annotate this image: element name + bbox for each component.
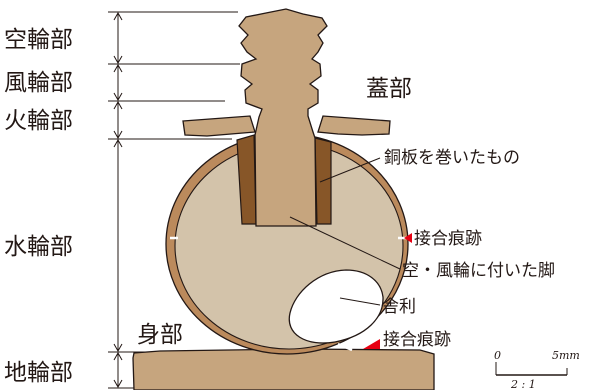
label-chirin: 地輪部 <box>4 360 73 386</box>
scale-zero: 0 <box>494 349 501 362</box>
label-fuurin: 風輪部 <box>4 70 73 96</box>
arrowhead <box>113 63 123 102</box>
joint-marker-lower <box>363 339 380 349</box>
joint-gap <box>337 342 353 352</box>
label-body: 身部 <box>137 322 183 348</box>
scale-ratio: 2 : 1 <box>510 378 536 390</box>
label-suirin: 水輪部 <box>4 234 73 260</box>
label-relic: 舎利 <box>382 297 416 317</box>
arrowhead <box>113 11 123 65</box>
arrowhead <box>113 351 123 389</box>
label-karin: 火輪部 <box>4 108 73 134</box>
arrowhead <box>113 100 123 140</box>
karin-roof <box>317 115 391 136</box>
label-foot: 空・風輪に付いた脚 <box>402 261 555 281</box>
scale-bar: 0 5mm 2 : 1 <box>494 349 580 390</box>
label-kurin: 空輪部 <box>4 27 73 53</box>
arrowhead <box>113 138 123 353</box>
label-joint-lower: 接合痕跡 <box>383 330 451 350</box>
dimension-lines <box>108 11 240 389</box>
joint-marker-upper <box>404 233 412 243</box>
scale-length: 5mm <box>552 349 580 362</box>
relic <box>288 269 384 344</box>
finial-and-foot <box>238 8 328 227</box>
label-joint-upper: 接合痕跡 <box>414 229 482 249</box>
chirin-base <box>132 348 435 390</box>
karin-roof <box>182 115 256 137</box>
label-copper-sheet: 銅板を巻いたもの <box>384 148 520 168</box>
label-lid: 蓋部 <box>366 76 412 102</box>
leader-lines <box>289 157 401 306</box>
leader-copper <box>319 157 381 183</box>
leader-relic <box>339 297 381 306</box>
leader-foot <box>289 216 401 270</box>
